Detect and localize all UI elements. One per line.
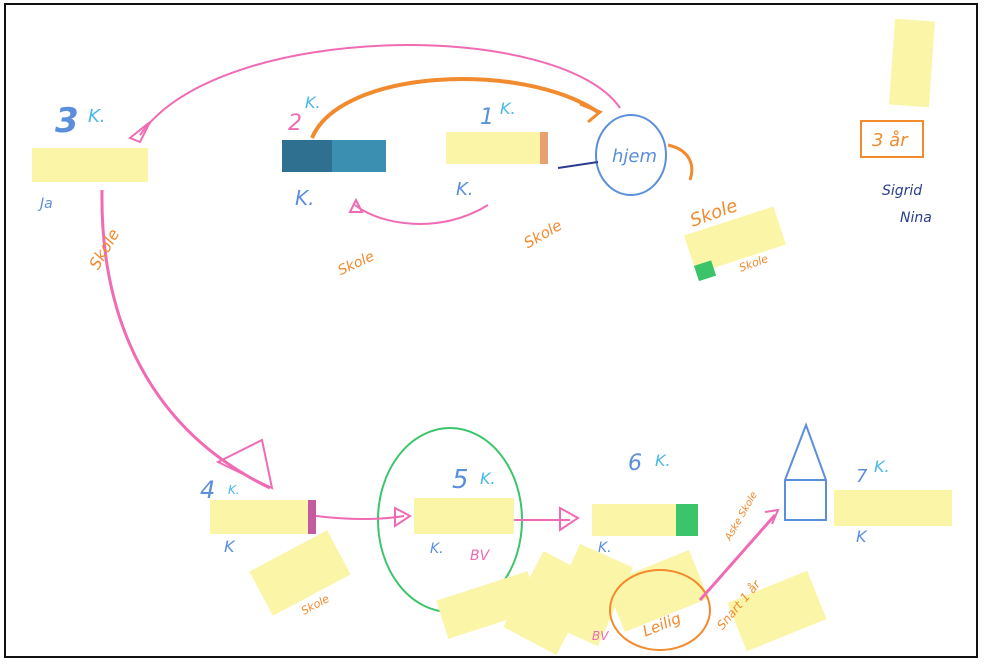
node-6-number: 6 bbox=[628, 451, 642, 476]
node-7-number: 7 bbox=[856, 466, 868, 487]
sticky-note-3 bbox=[32, 148, 148, 182]
arrow-6-to-7-head bbox=[764, 508, 780, 525]
corner-box bbox=[860, 120, 924, 158]
node-2-number: 2 bbox=[288, 111, 302, 136]
home-circle bbox=[595, 114, 667, 196]
sticky-note-4 bbox=[210, 500, 316, 534]
corner-name-2: Nina bbox=[900, 210, 932, 226]
arrow-6-to-7 bbox=[698, 514, 777, 601]
arrow-top-arc-head bbox=[128, 121, 151, 144]
sticky-note-5 bbox=[414, 498, 514, 534]
sticky-note-6-green bbox=[676, 504, 698, 536]
node-1-k: K. bbox=[456, 179, 474, 200]
sticky-note-bottom-a bbox=[436, 571, 540, 639]
node-4-k: K bbox=[224, 537, 236, 556]
node-5-k: K. bbox=[430, 541, 444, 557]
corner-box-label: 3 år bbox=[872, 130, 909, 151]
sticky-note-6 bbox=[592, 504, 678, 536]
node-1-suffix: K. bbox=[500, 99, 516, 118]
sticky-note-1-edge bbox=[540, 132, 548, 164]
arrow-top-arc bbox=[139, 44, 621, 136]
leilig-circle bbox=[609, 569, 711, 651]
sticky-note-7 bbox=[834, 490, 952, 526]
diagram-frame bbox=[4, 3, 978, 658]
arrow-4-to-5-head bbox=[394, 506, 412, 528]
node-2-note: Skole bbox=[336, 248, 377, 279]
node-6-note2: Aske Skole bbox=[723, 490, 760, 543]
sticky-note-bottom-d bbox=[605, 550, 709, 632]
node-2-suffix: K. bbox=[305, 93, 321, 112]
home-label: hjem bbox=[612, 146, 657, 167]
tower-drawing bbox=[784, 422, 827, 521]
node-6-k: K. bbox=[598, 540, 612, 556]
arrow-orange-arc bbox=[310, 76, 600, 139]
arrow-home-to-1 bbox=[557, 161, 599, 169]
sticky-note-home-school bbox=[684, 206, 786, 274]
node-3-suffix: K. bbox=[88, 106, 106, 127]
sticky-note-2-shade bbox=[282, 140, 332, 172]
arrow-4-to-5 bbox=[315, 515, 405, 520]
node-2-k: K. bbox=[295, 186, 314, 210]
arrow-1-to-2 bbox=[354, 204, 489, 225]
arrow-5-to-6-head bbox=[559, 506, 580, 532]
node-1-note: Skole bbox=[521, 216, 565, 252]
node-7-k: K bbox=[856, 527, 868, 546]
sticky-note-4-school bbox=[249, 530, 351, 616]
sticky-note-home-school-green bbox=[694, 260, 717, 282]
bv-note-2: BV bbox=[592, 629, 609, 643]
node-3-sublabel: Ja bbox=[37, 196, 53, 212]
sticky-note-bottom-e bbox=[727, 570, 827, 652]
sticky-note-topright bbox=[889, 18, 935, 108]
node-7-suffix: K. bbox=[874, 457, 890, 476]
node-4-suffix: K. bbox=[228, 483, 240, 497]
sticky-note-bottom-c bbox=[545, 543, 633, 647]
node-5-number: 5 bbox=[452, 465, 469, 495]
arrow-3-to-4-head bbox=[215, 438, 274, 490]
node-5-suffix: K. bbox=[480, 469, 496, 488]
node-1-number: 1 bbox=[480, 105, 494, 130]
arrow-orange-arc-head bbox=[579, 102, 603, 124]
sticky-note-4-edge bbox=[308, 500, 316, 534]
node-4-number: 4 bbox=[200, 476, 215, 504]
node-6-suffix: K. bbox=[655, 451, 671, 470]
node-3-note: Skole bbox=[85, 225, 123, 272]
sticky-note-1 bbox=[446, 132, 546, 164]
node-5-note: BV bbox=[470, 548, 491, 564]
arrow-3-to-4 bbox=[100, 189, 271, 490]
corner-name-1: Sigrid bbox=[882, 183, 922, 199]
node-3-number: 3 bbox=[55, 101, 79, 141]
arrow-home-school bbox=[667, 143, 694, 181]
arrow-1-to-2-head bbox=[348, 197, 364, 213]
